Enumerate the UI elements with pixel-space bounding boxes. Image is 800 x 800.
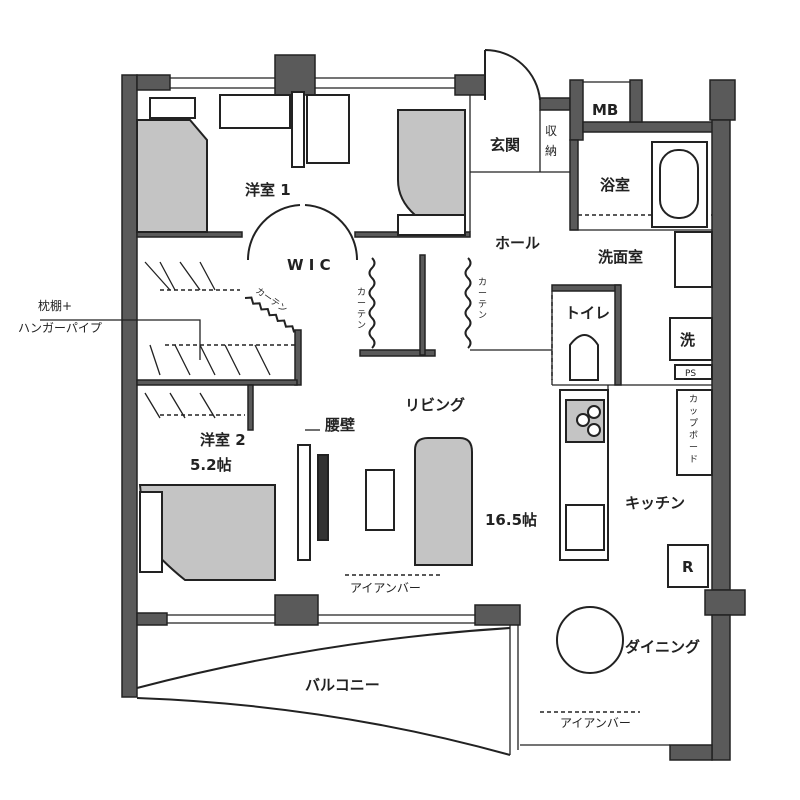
room-label-toilet: トイレ [565,304,610,322]
room-label-mb: MB [592,101,618,119]
dining-table-icon [556,606,624,674]
curtain-char: カ [478,277,487,288]
storage-label-1: 収 [545,124,557,138]
curtain-label-wic-right: カ ー テ ン [357,287,366,331]
room-label-washroom: 洗面室 [598,248,643,266]
cupboard-char: カ [689,394,698,405]
room-label-bathroom: 浴室 [600,176,630,194]
room-label-balcony: バルコニー [305,676,380,694]
bed-icon [136,119,208,233]
room-label-wic: W I C [287,256,331,274]
windows [136,77,670,756]
tv-icon [317,454,329,541]
washer-label: 洗 [680,331,695,349]
curtain-char: ン [478,311,487,321]
iron-bar-label-living: アイアンバー [350,581,421,595]
room-size-western-2: 5.2帖 [190,456,232,474]
bed-icon [397,109,466,216]
sink-icon [565,504,605,551]
storage-label-2: 納 [545,144,557,158]
tv-board [297,444,311,561]
cupboard-label: カ ッ プ ボ ー ド [689,394,698,465]
room-label-entrance: 玄関 [490,136,520,154]
room-label-western-1: 洋室 1 [245,181,291,199]
room-label-kitchen: キッチン [625,494,685,512]
bookshelf-icon [291,91,305,168]
cupboard-char: ー [689,443,698,453]
iron-bar-label-dining: アイアンバー [560,716,631,730]
curtain-char: ー [478,289,487,299]
curtain-label-wic: カーテン [253,285,289,315]
cupboard-char: ボ [689,430,698,441]
curtain-char: テ [357,309,366,320]
table-icon [365,469,395,531]
room-label-western-2: 洋室 2 [200,431,246,449]
curtain-char: ン [357,321,366,331]
curtain-char: ー [357,299,366,309]
sofa-icon [414,437,473,566]
furniture [136,91,713,674]
shelf-annotation-1: 枕棚+ [38,298,72,313]
toilet-icon [569,334,599,381]
curtain-char: カ [357,287,366,298]
room-label-hall: ホール [495,234,540,252]
shelf-annotation-2: ハンガーパイプ [18,321,102,335]
refrigerator-label: R [682,558,694,576]
waist-wall-label: 腰壁 [324,416,355,434]
ps-label: PS [685,369,696,379]
cupboard-char: プ [689,418,698,429]
cupboard-char: ッ [689,407,698,417]
cupboard-char: ド [689,455,698,465]
room-size-living: 16.5帖 [485,511,537,529]
washbasin-icon [674,231,713,288]
interior-lines [40,48,712,561]
room-label-dining: ダイニング [625,638,700,656]
curtain-char: テ [478,299,487,310]
room-label-living: リビング [405,396,465,414]
curtain-label-hall: カ ー テ ン [478,277,487,321]
labels: 洋室 1 W I C 洋室 2 5.2帖 リビング 16.5帖 キッチン ダイニ… [18,101,713,730]
